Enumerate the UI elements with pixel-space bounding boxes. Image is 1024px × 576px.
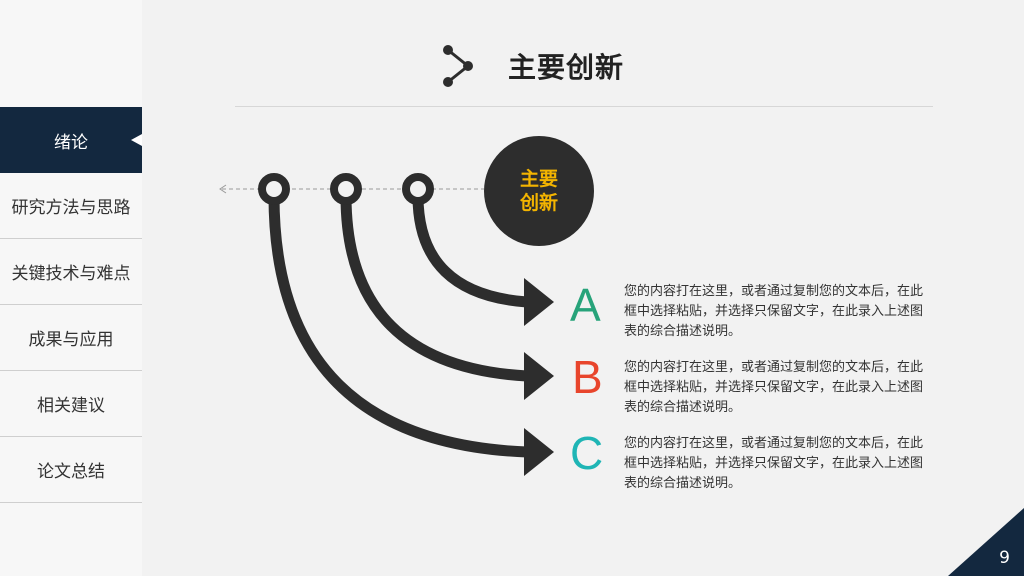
item-letter-a: A bbox=[570, 279, 601, 331]
sidebar-nav: 绪论 研究方法与思路 关键技术与难点 成果与应用 相关建议 论文总结 bbox=[0, 107, 142, 503]
title-divider bbox=[235, 106, 933, 107]
center-label-line2: 创新 bbox=[519, 192, 558, 214]
arrow-curve-c bbox=[268, 195, 528, 458]
item-text-c: 您的内容打在这里，或者通过复制您的文本后，在此框中选择粘贴，并选择只保留文字，在… bbox=[624, 436, 924, 491]
item-letter-b: B bbox=[572, 351, 603, 403]
arrow-head-a bbox=[524, 278, 554, 326]
item-text-a: 您的内容打在这里，或者通过复制您的文本后，在此框中选择粘贴，并选择只保留文字，在… bbox=[624, 284, 924, 339]
arrow-curve-b bbox=[340, 195, 528, 382]
nav-item-label: 研究方法与思路 bbox=[11, 198, 131, 218]
arrow-curve-a bbox=[412, 195, 528, 308]
node-ring-icon bbox=[402, 173, 434, 205]
center-circle: 主要 创新 bbox=[484, 136, 594, 246]
nav-item-summary[interactable]: 论文总结 bbox=[0, 437, 142, 503]
item-letter-c: C bbox=[570, 427, 604, 479]
page-title: 主要创新 bbox=[508, 51, 625, 84]
active-pointer-icon bbox=[131, 134, 142, 146]
guide-arrow-icon bbox=[219, 184, 227, 194]
page-corner bbox=[948, 508, 1024, 576]
nav-item-key-tech[interactable]: 关键技术与难点 bbox=[0, 239, 142, 305]
slide-main: 主要创新 主要 创新 A 您的内容打在这里，或者通过复制您的文本后，在此框中选择… bbox=[142, 0, 1024, 576]
arrow-head-c bbox=[524, 428, 554, 476]
innovation-diagram bbox=[219, 173, 554, 476]
page-number: 9 bbox=[999, 548, 1010, 568]
item-text-b: 您的内容打在这里，或者通过复制您的文本后，在此框中选择粘贴，并选择只保留文字，在… bbox=[624, 360, 924, 415]
nav-item-intro[interactable]: 绪论 bbox=[0, 107, 142, 173]
share-nodes-icon bbox=[443, 45, 473, 87]
node-ring-icon bbox=[330, 173, 362, 205]
center-label-line1: 主要 bbox=[519, 168, 558, 190]
nav-item-methods[interactable]: 研究方法与思路 bbox=[0, 173, 142, 239]
nav-item-label: 论文总结 bbox=[37, 462, 105, 482]
nav-item-label: 相关建议 bbox=[37, 396, 105, 416]
nav-item-suggestions[interactable]: 相关建议 bbox=[0, 371, 142, 437]
page-header: 主要创新 bbox=[438, 44, 624, 88]
sidebar: 绪论 研究方法与思路 关键技术与难点 成果与应用 相关建议 论文总结 bbox=[0, 0, 142, 576]
nav-item-results[interactable]: 成果与应用 bbox=[0, 305, 142, 371]
nav-item-label: 关键技术与难点 bbox=[11, 264, 131, 284]
node-ring-icon bbox=[258, 173, 290, 205]
arrow-head-b bbox=[524, 352, 554, 400]
nav-item-label: 绪论 bbox=[54, 132, 88, 153]
nav-item-label: 成果与应用 bbox=[28, 330, 114, 350]
